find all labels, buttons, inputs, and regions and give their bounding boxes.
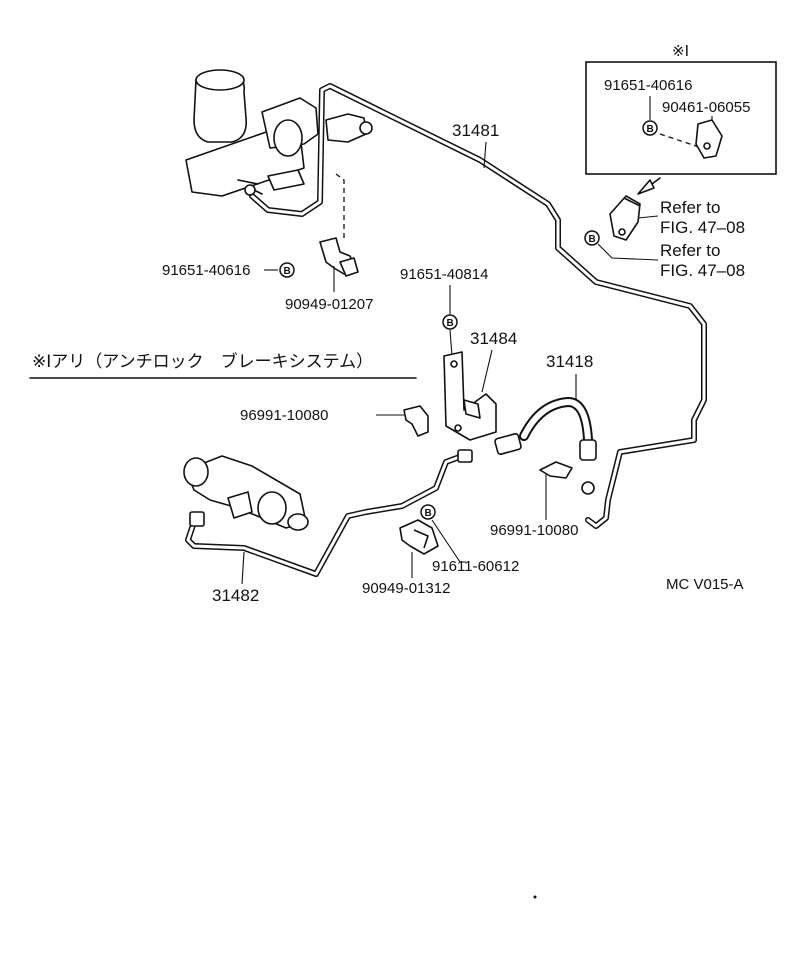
bolt-b-marker-mid: B bbox=[442, 314, 458, 330]
leader-91611-60612 bbox=[431, 519, 466, 563]
leader-31482 bbox=[241, 551, 245, 585]
flexible-hose-31418 bbox=[494, 396, 597, 495]
clamp-refer-upper bbox=[609, 195, 641, 241]
clamp-90461-06055-part bbox=[695, 119, 723, 159]
leader-bolt-to-bracket bbox=[449, 329, 453, 357]
bolt-b-marker-refer: B bbox=[584, 230, 600, 246]
scan-speck bbox=[533, 895, 537, 899]
label-91651-40814: 91651-40814 bbox=[400, 266, 488, 283]
label-31418: 31418 bbox=[546, 352, 593, 371]
leader-refer-upper bbox=[637, 215, 659, 219]
bolt-b-marker-bottom: B bbox=[420, 504, 436, 520]
abs-variant-inset: ※Ⅰ 91651-40616 B 90461-06055 bbox=[585, 43, 777, 175]
label-31482: 31482 bbox=[212, 586, 259, 605]
clip-96991-10080-right-part bbox=[539, 461, 573, 479]
clamp-90949-01207-part bbox=[319, 237, 359, 277]
leader-dashed-clamp-top bbox=[335, 173, 345, 240]
refer-to-line2-b: FIG. 47–08 bbox=[660, 261, 745, 280]
label-96991-10080-right: 96991-10080 bbox=[490, 522, 578, 539]
leader-31481 bbox=[483, 141, 487, 169]
label-91651-40616-left: 91651-40616 bbox=[162, 262, 250, 279]
bolt-b-marker-inset: B bbox=[642, 120, 658, 136]
label-96991-10080-left: 96991-10080 bbox=[240, 407, 328, 424]
clamp-90949-01312-part bbox=[399, 519, 439, 555]
svg-text:B: B bbox=[589, 234, 596, 245]
clutch-pipe-31481 bbox=[249, 83, 707, 529]
label-90949-01312: 90949-01312 bbox=[362, 580, 450, 597]
leader-refer-lower bbox=[597, 243, 659, 261]
inset-title: ※Ⅰ bbox=[672, 43, 689, 60]
label-90461-06055: 90461-06055 bbox=[662, 99, 750, 116]
label-91651-40616-inset: 91651-40616 bbox=[604, 77, 692, 94]
clutch-release-cylinder bbox=[183, 455, 309, 531]
bracket-31484-part bbox=[443, 351, 497, 441]
refer-to-line1-b: Refer to bbox=[660, 241, 720, 260]
pointer-arrow bbox=[637, 177, 661, 195]
refer-to-line1-a: Refer to bbox=[660, 198, 720, 217]
label-91611-60612: 91611-60612 bbox=[432, 558, 519, 575]
abs-note-text: ※Ⅰアリ（アンチロック ブレーキシステム） bbox=[32, 351, 373, 372]
refer-to-line2-a: FIG. 47–08 bbox=[660, 218, 745, 237]
svg-text:B: B bbox=[447, 318, 454, 329]
label-31481: 31481 bbox=[452, 121, 499, 140]
diagram-code: MC V015-A bbox=[666, 576, 744, 593]
clutch-master-cylinder bbox=[185, 69, 373, 197]
svg-text:B: B bbox=[425, 508, 432, 519]
label-31484: 31484 bbox=[470, 329, 517, 348]
svg-text:B: B bbox=[284, 266, 291, 277]
label-90949-01207: 90949-01207 bbox=[285, 296, 373, 313]
inset-frame bbox=[585, 61, 777, 175]
bolt-b-marker-left: B bbox=[279, 262, 295, 278]
clip-96991-10080-left-part bbox=[403, 405, 429, 437]
clutch-pipe-31482 bbox=[185, 449, 473, 577]
svg-text:B: B bbox=[647, 124, 654, 135]
leader-31484 bbox=[481, 349, 493, 393]
leader-dashed-inset bbox=[659, 133, 703, 149]
